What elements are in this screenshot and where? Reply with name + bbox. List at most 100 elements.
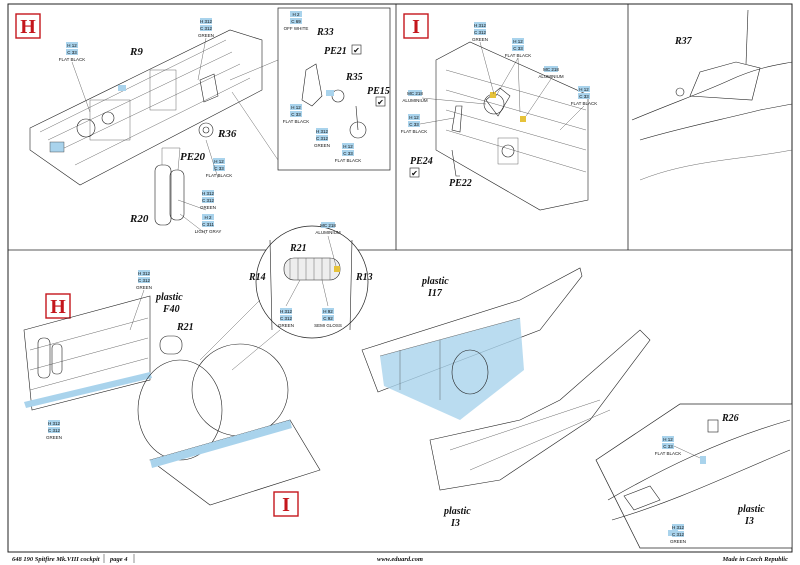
drawing-inset-levers [301, 63, 367, 139]
step-badge-h-bottom: H [45, 293, 71, 319]
color-callout-c2: H 2 C 69 OFF WHITE [284, 11, 309, 31]
color-callout-c16: H 312 C 312 GREEN [136, 270, 152, 290]
svg-text:H 312: H 312 [202, 191, 215, 196]
check-pe21: ✔ [353, 46, 360, 55]
svg-text:LIGHT GRAY: LIGHT GRAY [195, 229, 222, 234]
svg-text:FLAT BLACK: FLAT BLACK [655, 451, 682, 456]
color-callout-c11: H 12 C 33 FLAT BLACK [505, 38, 532, 58]
svg-text:FLAT BLACK: FLAT BLACK [401, 129, 428, 134]
part-r36: R36 [217, 128, 237, 140]
svg-text:H 312: H 312 [672, 525, 685, 530]
svg-text:C 312: C 312 [138, 278, 151, 283]
svg-text:FLAT BLACK: FLAT BLACK [505, 53, 532, 58]
color-callout-c9: H 2 C 311 LIGHT GRAY [195, 214, 222, 234]
checkbox-pe24 [409, 167, 420, 178]
part-r21-magnified: R21 [289, 243, 307, 254]
part-i3-prefix: plastic [443, 506, 471, 517]
svg-text:MC 218: MC 218 [543, 67, 559, 72]
svg-text:H 12: H 12 [343, 144, 353, 149]
part-r21-bottom: R21 [176, 322, 194, 333]
svg-text:C 33: C 33 [67, 50, 77, 55]
part-i3-detail-prefix: plastic [737, 504, 765, 515]
part-pe15: PE15 [367, 86, 390, 97]
svg-text:H 312: H 312 [280, 309, 293, 314]
drawing-canopy-antenna [631, 9, 793, 181]
svg-text:C 312: C 312 [48, 428, 61, 433]
svg-text:H 2: H 2 [292, 12, 300, 17]
svg-text:GREEN: GREEN [136, 285, 152, 290]
color-callout-c8: H 312 C 312 GREEN [200, 190, 216, 210]
step-i-label: I [412, 16, 420, 38]
color-callout-c6: H 312 C 312 GREEN [198, 18, 214, 38]
step-h2-label: H [50, 296, 66, 318]
part-pe24: PE24 [410, 156, 433, 167]
part-i3-detail: I3 [744, 516, 754, 527]
color-callout-c10: H 312 C 312 GREEN [472, 22, 488, 42]
part-i3: I3 [450, 518, 460, 529]
part-r14: R14 [248, 272, 266, 283]
part-f40-prefix: plastic [155, 292, 183, 303]
step-badge-i-top: I [403, 13, 429, 39]
svg-text:H 12: H 12 [579, 87, 589, 92]
checkbox-pe21 [351, 44, 362, 55]
color-callout-c21: H 12 C 33 FLAT BLACK [655, 436, 682, 456]
svg-text:C 33: C 33 [291, 112, 301, 117]
color-callout-c17: MC 218 ALUMINIUM [315, 222, 341, 235]
svg-text:OFF WHITE: OFF WHITE [284, 26, 309, 31]
color-callout-c3: H 12 C 33 FLAT BLACK [283, 104, 310, 124]
svg-text:C 33: C 33 [579, 94, 589, 99]
footer-product: 648 190 Spitfire Mk.VIII cockpit [12, 556, 100, 563]
color-callout-c22: H 312 C 312 GREEN [670, 524, 686, 544]
color-callout-c14: H 12 C 33 FLAT BLACK [571, 86, 598, 106]
part-pe22: PE22 [449, 178, 472, 189]
svg-text:FLAT BLACK: FLAT BLACK [335, 158, 362, 163]
svg-text:H 312: H 312 [200, 19, 213, 24]
inset-leader-lines [229, 59, 279, 161]
part-pe21: PE21 [324, 46, 347, 57]
svg-text:H 312: H 312 [138, 271, 151, 276]
part-r33: R33 [316, 27, 334, 38]
drawing-cockpit-assembly-h [23, 295, 321, 506]
svg-text:C 312: C 312 [474, 30, 487, 35]
drawing-fuselage-halves [361, 267, 651, 491]
part-i17-prefix: plastic [421, 276, 449, 287]
svg-text:SEMI GLOSS: SEMI GLOSS [314, 323, 342, 328]
drawing-cockpit-wall-i [435, 41, 589, 211]
drawing-cockpit-wall-h [29, 29, 263, 226]
svg-text:GREEN: GREEN [198, 33, 214, 38]
svg-text:C 33: C 33 [343, 151, 353, 156]
part-pe20: PE20 [180, 151, 206, 163]
magnified-leader-lines [199, 299, 281, 371]
svg-text:H 12: H 12 [67, 43, 77, 48]
svg-text:FLAT BLACK: FLAT BLACK [59, 57, 86, 62]
part-r35: R35 [345, 72, 363, 83]
svg-text:GREEN: GREEN [314, 143, 330, 148]
svg-text:H 312: H 312 [474, 23, 487, 28]
svg-text:MC 218: MC 218 [320, 223, 336, 228]
svg-text:C 92: C 92 [323, 316, 333, 321]
svg-text:GREEN: GREEN [200, 205, 216, 210]
color-callout-c7: H 12 C 33 FLAT BLACK [206, 158, 232, 178]
svg-text:C 33: C 33 [214, 166, 224, 171]
step-badge-i-bottom: I [273, 491, 299, 517]
svg-text:C 312: C 312 [672, 532, 685, 537]
svg-text:H 12: H 12 [663, 437, 673, 442]
svg-text:ALUMINIUM: ALUMINIUM [538, 74, 564, 79]
check-pe15: ✔ [377, 98, 384, 107]
svg-text:GREEN: GREEN [278, 323, 294, 328]
part-r20: R20 [129, 213, 149, 225]
svg-text:C 33: C 33 [663, 444, 673, 449]
svg-text:C 312: C 312 [202, 198, 215, 203]
part-f40: F40 [162, 304, 180, 315]
svg-text:FLAT BLACK: FLAT BLACK [283, 119, 310, 124]
footer-made-in: Made in Czech Republic [721, 556, 788, 563]
svg-text:C 33: C 33 [409, 122, 419, 127]
svg-text:H 12: H 12 [409, 115, 419, 120]
svg-text:GREEN: GREEN [670, 539, 686, 544]
svg-text:FLAT BLACK: FLAT BLACK [571, 101, 598, 106]
part-i17: I17 [427, 288, 443, 299]
footer-page-number: page 4 [109, 556, 128, 563]
color-callout-c5: H 12 C 33 FLAT BLACK [335, 143, 362, 163]
